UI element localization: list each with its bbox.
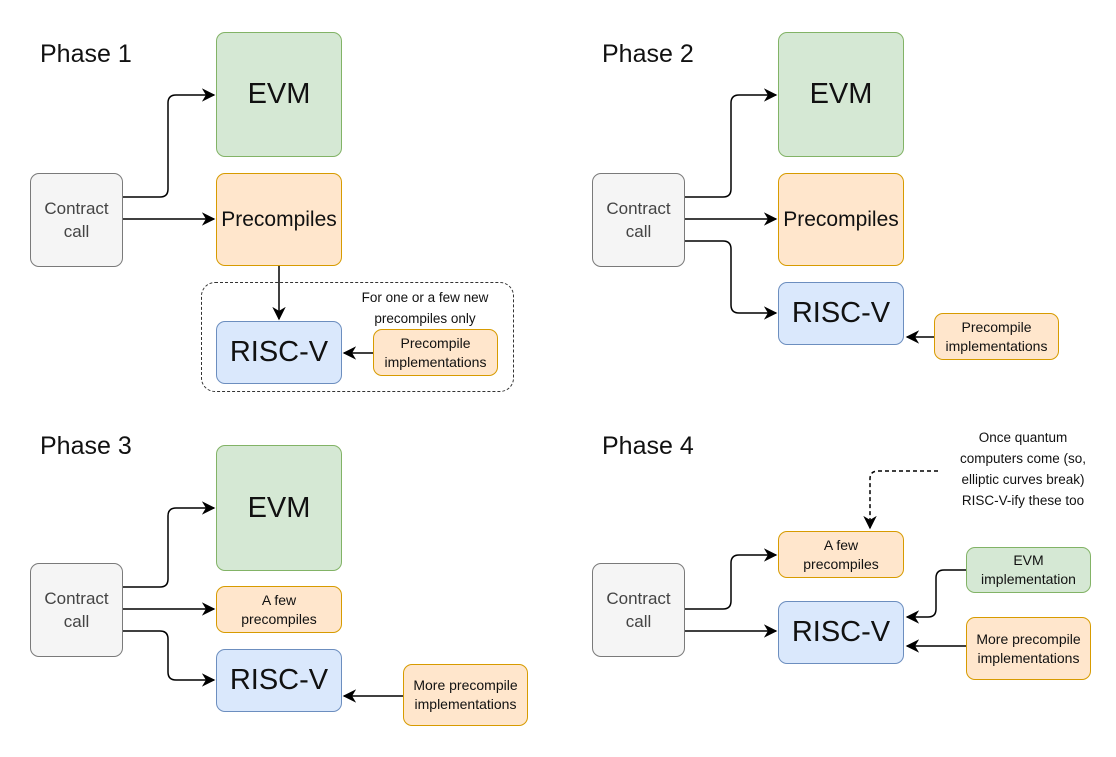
p3-contract-to-riscv-arrow xyxy=(123,630,216,687)
p4-evmimpl-to-riscv-arrow xyxy=(905,569,966,624)
p2-contract-to-evm-arrow xyxy=(685,88,778,198)
p2-evm-label: EVM xyxy=(809,78,873,110)
p1-note: For one or a few new precompiles only xyxy=(361,290,489,326)
p3-impl-box: More precompile implementations xyxy=(403,664,528,726)
phase-3-title: Phase 3 xyxy=(40,432,132,460)
p2-precompiles-box: Precompiles xyxy=(778,173,904,266)
p1-precompiles-box: Precompiles xyxy=(216,173,342,266)
p4-contract-call-label: Contract call xyxy=(606,589,671,631)
p2-precompiles-label: Precompiles xyxy=(783,207,899,231)
p3-evm-box: EVM xyxy=(216,445,342,571)
p1-riscv-label: RISC-V xyxy=(229,336,329,368)
p3-contract-call-box: Contract call xyxy=(30,563,123,657)
p3-contract-call-label: Contract call xyxy=(44,589,109,631)
p2-impl-label: Precompile implementations xyxy=(945,318,1048,354)
p2-contract-call-box: Contract call xyxy=(592,173,685,267)
p2-evm-box: EVM xyxy=(778,32,904,157)
p4-note-to-few-arrow xyxy=(863,470,938,530)
p2-contract-to-riscv-arrow xyxy=(685,240,778,320)
p2-riscv-box: RISC-V xyxy=(778,282,904,345)
p1-new-precompiles-group xyxy=(201,282,514,392)
p1-contract-call-label: Contract call xyxy=(44,199,109,241)
p3-few-precompiles-box: A few precompiles xyxy=(216,586,342,633)
p2-impl-box: Precompile implementations xyxy=(934,313,1059,360)
p3-riscv-box: RISC-V xyxy=(216,649,342,712)
p4-riscv-label: RISC-V xyxy=(791,616,891,648)
phase-4-title: Phase 4 xyxy=(602,432,694,460)
p3-riscv-label: RISC-V xyxy=(229,664,329,696)
p2-contract-call-label: Contract call xyxy=(606,199,671,241)
p3-evm-label: EVM xyxy=(247,491,311,524)
p1-precompiles-label: Precompiles xyxy=(221,207,337,231)
p4-few-precompiles-label: A few precompiles xyxy=(803,536,879,572)
phase-1-title: Phase 1 xyxy=(40,40,132,68)
p1-contract-to-evm-arrow xyxy=(123,88,216,198)
phase-2-title: Phase 2 xyxy=(602,40,694,68)
p2-riscv-label: RISC-V xyxy=(791,297,891,329)
p4-riscv-box: RISC-V xyxy=(778,601,904,664)
p4-contract-to-few-arrow xyxy=(685,548,778,610)
p4-impl-box: More precompile implementations xyxy=(966,617,1091,680)
p4-contract-call-box: Contract call xyxy=(592,563,685,657)
p1-evm-box: EVM xyxy=(216,32,342,157)
p4-evm-impl-box: EVM implementation xyxy=(966,547,1091,593)
p4-note: Once quantum computers come (so, ellipti… xyxy=(959,430,1087,508)
p4-evm-impl-label: EVM implementation xyxy=(981,552,1076,587)
p1-impl-box: Precompile implementations xyxy=(373,329,498,376)
p3-impl-label: More precompile implementations xyxy=(413,677,518,712)
p3-few-precompiles-label: A few precompiles xyxy=(241,591,317,627)
p4-impl-label: More precompile implementations xyxy=(976,630,1081,666)
p4-few-precompiles-box: A few precompiles xyxy=(778,531,904,578)
p1-riscv-box: RISC-V xyxy=(216,321,342,384)
p3-contract-to-evm-arrow xyxy=(123,501,216,588)
p1-impl-label: Precompile implementations xyxy=(384,334,487,370)
p1-contract-call-box: Contract call xyxy=(30,173,123,267)
p1-evm-label: EVM xyxy=(247,78,311,110)
